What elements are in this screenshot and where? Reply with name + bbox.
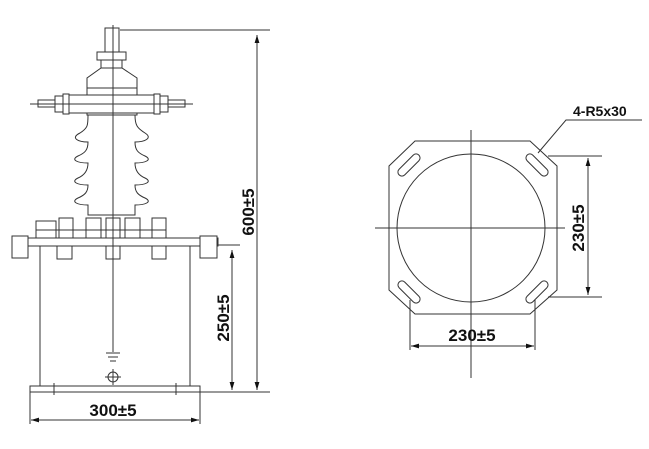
dim-base-width: 300±5 xyxy=(89,401,136,420)
bolt-right xyxy=(199,235,218,259)
dim-total-height: 600±5 xyxy=(239,188,258,235)
top-terminal-rod xyxy=(104,27,120,53)
dim-base-height: 250±5 xyxy=(214,294,233,341)
insulator-sheds xyxy=(74,114,149,216)
ground-icon xyxy=(105,352,121,385)
base-plate xyxy=(29,385,201,393)
mounting-slots xyxy=(397,153,549,304)
dim-mount-horizontal: 230±5 xyxy=(448,326,495,345)
mounting-flange-outline xyxy=(388,140,558,315)
side-view: 600±5 250±5 300±5 xyxy=(11,25,270,424)
dim-mount-vertical: 230±5 xyxy=(569,204,588,251)
slot-leader-line xyxy=(537,119,642,154)
slot-spec-label: 4-R5x30 xyxy=(573,103,627,119)
top-view: 230±5 230±5 4-R5x30 xyxy=(375,103,642,378)
mounting-plate xyxy=(11,237,219,247)
top-nut xyxy=(96,51,127,61)
terminal-block xyxy=(35,217,167,244)
neck xyxy=(100,59,123,69)
bolt-left xyxy=(11,235,29,259)
side-terminal-arm xyxy=(30,93,193,115)
